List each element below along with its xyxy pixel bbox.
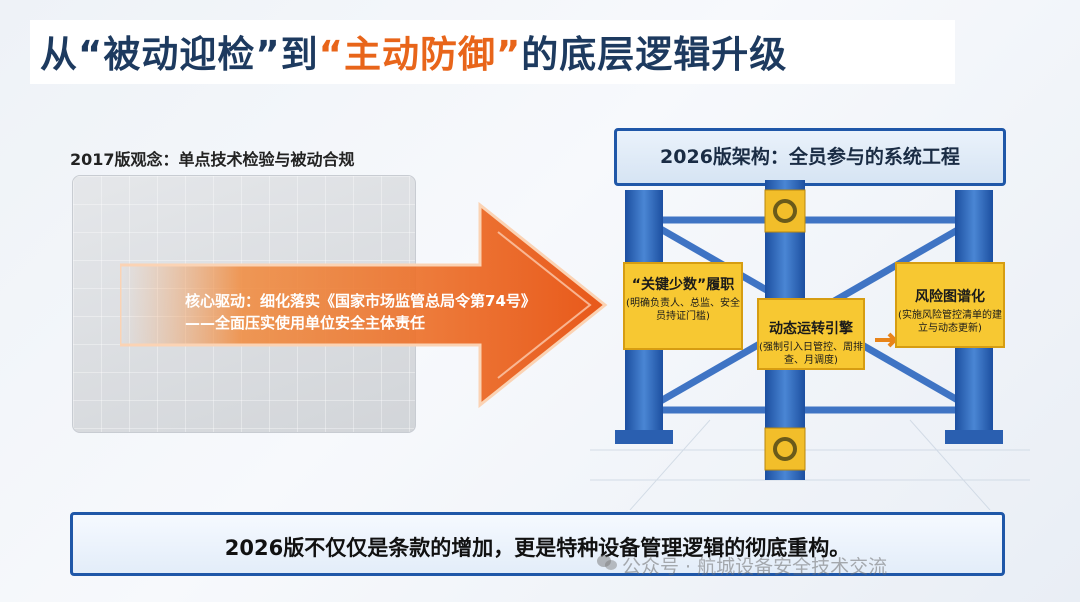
card-key-few-title: “关键少数”履职 <box>631 277 735 293</box>
card-dynamic-engine: 动态运转引擎 (强制引入日管控、周排查、月调度) <box>757 298 865 370</box>
card-risk-map-title: 风险图谱化 <box>915 289 985 305</box>
card-key-few-sub: (明确负责人、总监、安全员持证门槛) <box>626 298 740 322</box>
conclusion-text: 2026版不仅仅是条款的增加，更是特种设备管理逻辑的彻底重构。 <box>224 536 851 560</box>
arrow-text: 核心驱动：细化落实《国家市场监管总局令第74号》——全面压实使用单位安全主体责任 <box>185 292 536 332</box>
conclusion-box: 2026版不仅仅是条款的增加，更是特种设备管理逻辑的彻底重构。 <box>70 512 1005 576</box>
frame-title: 2026版架构：全员参与的系统工程 <box>614 128 1006 186</box>
page-title: 从“被动迎检”到“主动防御”的底层逻辑升级 <box>40 24 787 78</box>
card-risk-map: 风险图谱化 (实施风险管控清单的建立与动态更新) <box>895 262 1005 348</box>
big-arrow <box>120 201 608 409</box>
label-2017: 2017版观念：单点技术检验与被动合规 <box>70 150 355 169</box>
card-key-few: “关键少数”履职 (明确负责人、总监、安全员持证门槛) <box>623 262 743 350</box>
title-highlight: “主动防御” <box>318 33 522 76</box>
title-bar <box>30 20 955 84</box>
title-part1: 从“被动迎检”到 <box>40 33 319 76</box>
watermark: 公众号 · 航城设备安全技术交流 <box>622 556 888 578</box>
card-dynamic-engine-title: 动态运转引擎 <box>769 321 853 337</box>
title-part2: 的底层逻辑升级 <box>521 33 788 76</box>
frame-title-text: 2026版架构：全员参与的系统工程 <box>660 146 960 168</box>
wechat-icon <box>597 555 617 570</box>
card-dynamic-engine-sub: (强制引入日管控、周排查、月调度) <box>759 342 863 366</box>
card-risk-map-sub: (实施风险管控清单的建立与动态更新) <box>898 310 1002 334</box>
